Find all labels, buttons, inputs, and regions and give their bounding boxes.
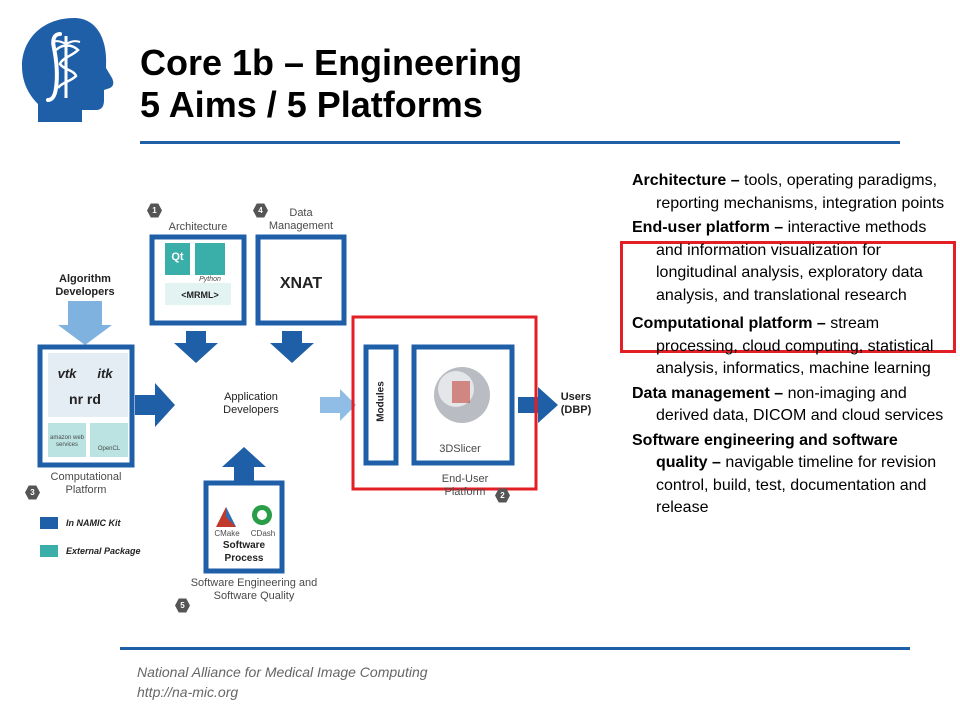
badge-software: 5 [175,598,190,613]
title-divider [140,141,900,144]
users-label: Users (DBP) [560,391,592,416]
aims-list: Architecture – tools, operating paradigm… [632,170,952,520]
footer-divider [120,647,910,650]
badge-architecture: 1 [147,203,162,218]
xnat-logo: XNAT [279,275,323,292]
namic-head-logo-icon [22,18,114,122]
cmake-label: CMake [214,529,240,538]
footer-url: http://na-mic.org [137,684,239,700]
application-developers-label: Application Developers [223,391,279,416]
algorithm-developers-label: Algorithm Developers [55,273,115,298]
legend-external-package: External Package [66,546,141,556]
footer-org: National Alliance for Medical Image Comp… [137,664,428,680]
title-line-2: 5 Aims / 5 Platforms [140,84,483,125]
diagram-graphics [37,234,558,574]
title-line-1: Core 1b – Engineering [140,42,523,83]
computational-platform-label: Computational Platform [50,471,122,496]
aim-end-user-platform: End-user platform – interactive methods … [632,219,927,304]
badge-data-management: 4 [253,203,268,218]
software-engineering-label: Software Engineering and Software Qualit… [190,577,318,602]
end-user-platform-label: End-User Platform [441,473,489,498]
badge-computational: 3 [25,485,40,500]
aim-software-engineering: Software engineering and software qualit… [632,431,937,517]
end-user-highlight-box [620,241,956,353]
nrrd-logo: nr rd [69,391,101,407]
python-label: Python [199,276,221,283]
opencl-logo: OpenCL [97,446,121,452]
amazon-logo: amazon web services [49,435,85,448]
cdash-label: CDash [250,529,276,538]
aim-computational-platform: Computational platform – stream processi… [632,315,934,377]
data-management-label: Data Management [268,207,334,232]
mrml-label: <MRML> [181,290,219,300]
software-process-label: Software Process [222,540,266,564]
legend-namic-kit: In NAMIC Kit [66,518,121,528]
qt-logo: Qt [171,251,184,263]
aim-data-management: Data management – non-imaging and derive… [632,384,944,425]
vtk-logo: vtk [57,366,77,381]
architecture-label: Architecture [168,221,228,233]
footer: National Alliance for Medical Image Comp… [137,662,428,702]
platform-diagram: Architecture Data Management Algorithm D… [20,195,595,615]
slicer-label: 3DSlicer [439,443,481,455]
modules-label: Modules [375,381,387,422]
itk-logo: itk [97,366,113,381]
aim-architecture: Architecture – tools, operating paradigm… [632,172,945,212]
badge-end-user: 2 [495,488,510,503]
page-title: Core 1b – Engineering 5 Aims / 5 Platfor… [140,42,522,126]
